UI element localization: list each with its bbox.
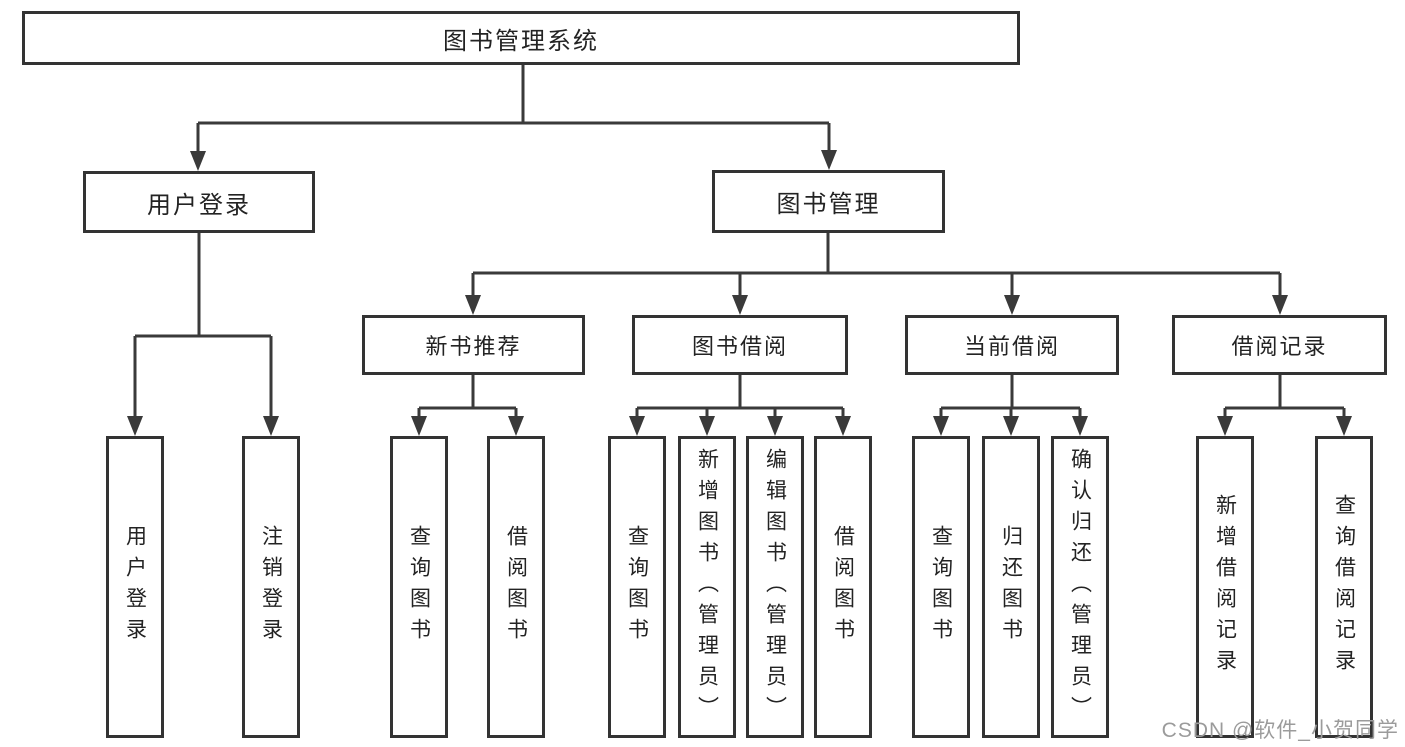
leaf-records-query-label: 查询借阅记录 (1332, 494, 1356, 680)
leaf-currentborrow-query: 查询图书 (912, 436, 970, 738)
leaf-currentborrow-confirm-return-label: 确认归还（管理员） (1068, 447, 1092, 727)
arrowhead (1003, 416, 1019, 436)
leaf-currentborrow-confirm-return: 确认归还（管理员） (1051, 436, 1109, 738)
node-borrow-records: 借阅记录 (1172, 315, 1387, 375)
node-user-login: 用户登录 (83, 171, 315, 233)
csdn-watermark: CSDN @软件_小贺同学 (1161, 719, 1399, 742)
arrowhead (411, 416, 427, 436)
leaf-newbook-borrow-label: 借阅图书 (504, 525, 528, 649)
arrowhead (1004, 295, 1020, 315)
arrowhead (1272, 295, 1288, 315)
leaf-currentborrow-return-label: 归还图书 (999, 525, 1023, 649)
leaf-currentborrow-return: 归还图书 (982, 436, 1040, 738)
node-book-management: 图书管理 (712, 170, 945, 233)
leaf-records-query: 查询借阅记录 (1315, 436, 1373, 738)
node-current-borrow-label: 当前借阅 (963, 334, 1060, 359)
leaf-records-add-label: 新增借阅记录 (1213, 494, 1237, 680)
leaf-bookborrow-query-label: 查询图书 (625, 525, 649, 649)
node-new-book-recommend: 新书推荐 (362, 315, 585, 375)
arrowhead (699, 416, 715, 436)
arrowhead (263, 416, 279, 436)
arrowhead (767, 416, 783, 436)
leaf-logout-label: 注销登录 (259, 525, 283, 649)
leaf-user-login-label: 用户登录 (123, 525, 147, 649)
node-book-borrow-label: 图书借阅 (691, 334, 788, 359)
arrowhead (508, 416, 524, 436)
leaf-records-add: 新增借阅记录 (1196, 436, 1254, 738)
arrowhead (629, 416, 645, 436)
node-current-borrow: 当前借阅 (905, 315, 1119, 375)
leaf-bookborrow-edit: 编辑图书（管理员） (746, 436, 804, 738)
leaf-bookborrow-borrow-label: 借阅图书 (831, 525, 855, 649)
node-new-book-recommend-label: 新书推荐 (425, 334, 522, 359)
arrowhead (190, 151, 206, 171)
arrowhead (1072, 416, 1088, 436)
leaf-bookborrow-query: 查询图书 (608, 436, 666, 738)
arrowhead (821, 150, 837, 170)
arrowhead (933, 416, 949, 436)
arrowhead (1217, 416, 1233, 436)
leaf-newbook-borrow: 借阅图书 (487, 436, 545, 738)
node-book-borrow: 图书借阅 (632, 315, 848, 375)
leaf-bookborrow-add: 新增图书（管理员） (678, 436, 736, 738)
leaf-bookborrow-borrow: 借阅图书 (814, 436, 872, 738)
leaf-bookborrow-add-label: 新增图书（管理员） (695, 447, 719, 727)
arrowhead (835, 416, 851, 436)
node-root: 图书管理系统 (22, 11, 1020, 65)
node-user-login-label: 用户登录 (147, 191, 251, 219)
leaf-logout: 注销登录 (242, 436, 300, 738)
arrowhead (1336, 416, 1352, 436)
leaf-newbook-query-label: 查询图书 (407, 525, 431, 649)
node-root-label: 图书管理系统 (443, 27, 599, 55)
arrowhead (732, 295, 748, 315)
arrowhead (465, 295, 481, 315)
node-book-management-label: 图书管理 (776, 191, 881, 218)
leaf-newbook-query: 查询图书 (390, 436, 448, 738)
leaf-currentborrow-query-label: 查询图书 (929, 525, 953, 649)
leaf-user-login: 用户登录 (106, 436, 164, 738)
leaf-bookborrow-edit-label: 编辑图书（管理员） (763, 447, 787, 727)
node-borrow-records-label: 借阅记录 (1231, 334, 1328, 359)
arrowhead (127, 416, 143, 436)
